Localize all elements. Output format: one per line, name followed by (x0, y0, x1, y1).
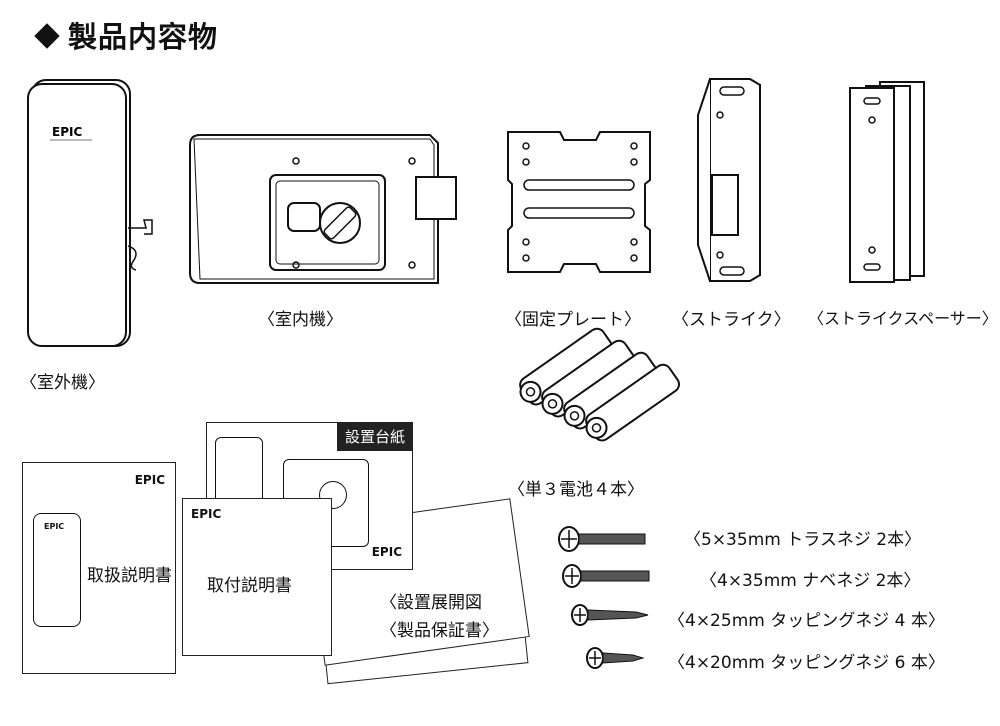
strike-spacer-illustration (849, 81, 925, 283)
outdoor-brand-logo: EPIC (52, 125, 82, 139)
screw-label-pan: 〈4×35mm ナベネジ 2本〉 (700, 571, 921, 591)
page-title: 製品内容物 (34, 14, 219, 56)
mount-sheet-logo: EPIC (371, 545, 402, 559)
layout-drawing-label: 〈設置展開図 (380, 593, 482, 613)
screw-label-truss: 〈5×35mm トラスネジ 2本〉 (684, 530, 922, 550)
manual-title: 取扱説明書 (87, 566, 172, 586)
pan-screw-icon (562, 564, 650, 588)
strike-caption: 〈ストライク〉 (672, 310, 791, 330)
batteries-illustration (519, 327, 680, 442)
screw-label-tapping-20: 〈4×20mm タッピングネジ 6 本〉 (668, 653, 945, 673)
screw-label-tapping-25: 〈4×25mm タッピングネジ 4 本〉 (668, 611, 945, 631)
strike-spacer-caption: 〈ストライクスペーサー〉 (808, 309, 998, 328)
install-guide-booklet: EPIC 取付説明書 (182, 498, 332, 656)
indoor-unit-illustration (189, 134, 457, 284)
heading-text: 製品内容物 (68, 20, 219, 54)
truss-screw-icon (558, 526, 646, 552)
fixing-plate-illustration (507, 131, 651, 273)
install-guide-title: 取付説明書 (207, 576, 292, 596)
outdoor-unit-illustration: EPIC (27, 79, 153, 347)
strike-illustration (697, 78, 761, 282)
tapping-screw-25-icon (571, 604, 649, 626)
manual-device-image: EPIC (33, 513, 81, 627)
tapping-screw-20-icon (586, 647, 645, 669)
mount-sheet-hole (319, 481, 347, 509)
mount-sheet-title: 設置台紙 (336, 422, 413, 451)
indoor-unit-caption: 〈室内機〉 (258, 310, 343, 330)
diamond-bullet-icon (34, 23, 60, 49)
warranty-label: 〈製品保証書〉 (380, 621, 499, 641)
outdoor-unit-caption: 〈室外機〉 (20, 373, 105, 393)
batteries-caption: 〈単３電池４本〉 (508, 480, 644, 500)
install-guide-logo: EPIC (191, 507, 222, 521)
manual-brand-logo: EPIC (134, 473, 165, 487)
manual-device-logo: EPIC (44, 522, 65, 531)
manual-booklet: EPIC EPIC 取扱説明書 (22, 462, 176, 674)
fixing-plate-caption: 〈固定プレート〉 (505, 310, 641, 330)
